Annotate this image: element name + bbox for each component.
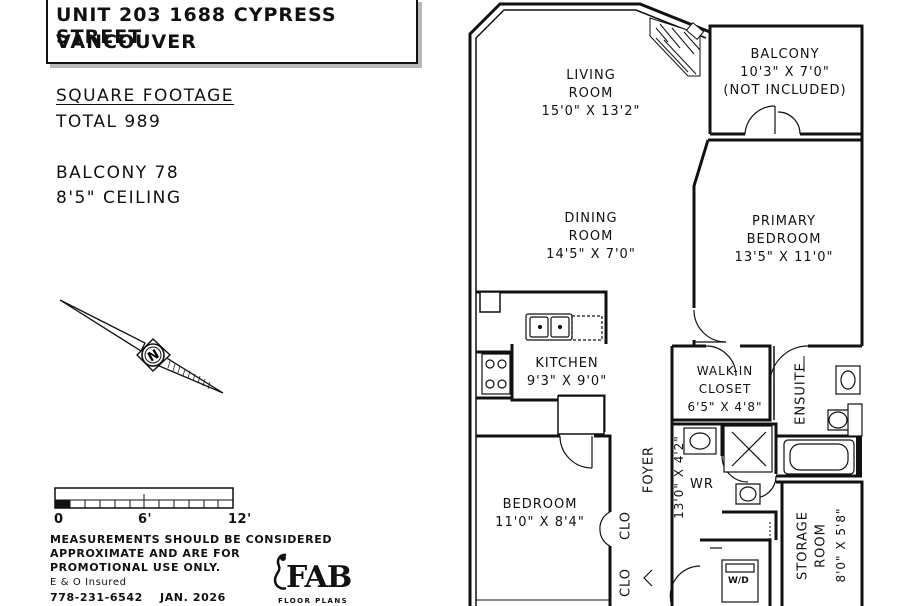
room-balcony-name: BALCONY	[750, 47, 820, 62]
room-closet-1: CLO	[618, 510, 634, 541]
room-bedroom-name: BEDROOM	[502, 497, 578, 512]
room-wr-name: WR	[690, 477, 714, 492]
disclaimer-insured: E & O Insured	[50, 577, 127, 588]
address-line-2: VANCOUVER	[56, 31, 197, 53]
room-storage-dims: 8'0" X 5'8"	[834, 507, 848, 583]
laundry-label: W/D	[728, 576, 749, 586]
total-footage: TOTAL 989	[56, 112, 162, 132]
room-walk-in-closet: WALK-IN CLOSET 6'5" X 4'8"	[676, 362, 774, 416]
ceiling-height: 8'5" CEILING	[56, 188, 182, 208]
disclaimer-line-3: PROMOTIONAL USE ONLY.	[50, 561, 221, 574]
balcony-footage: BALCONY 78	[56, 163, 180, 183]
room-living: LIVING ROOM 15'0" X 13'2"	[536, 67, 646, 121]
room-primary-name-1: PRIMARY	[752, 214, 816, 229]
room-dining-name-1: DINING	[564, 211, 618, 226]
room-balcony-note: (NOT INCLUDED)	[723, 83, 847, 98]
room-living-name-1: LIVING	[566, 68, 616, 83]
scale-label-12: 12'	[228, 512, 252, 527]
room-dining: DINING ROOM 14'5" X 7'0"	[536, 210, 646, 264]
plan-date: JAN. 2026	[160, 591, 226, 604]
room-closet-2: CLO	[618, 567, 634, 598]
room-foyer-name: FOYER	[641, 445, 657, 494]
room-kitchen-dims: 9'3" X 9'0"	[526, 374, 608, 389]
room-dining-name-2: ROOM	[568, 229, 614, 244]
room-bedroom-dims: 11'0" X 8'4"	[495, 515, 585, 530]
room-wr: WR	[684, 476, 720, 494]
address-box: UNIT 203 1688 CYPRESS STREET VANCOUVER	[46, 0, 418, 64]
scale-label-6: 6'	[138, 512, 153, 527]
room-kitchen: KITCHEN 9'3" X 9'0"	[514, 355, 620, 391]
room-walkin-name-1: WALK-IN	[696, 364, 754, 378]
room-ensuite: ENSUITE	[793, 362, 809, 425]
room-dining-dims: 14'5" X 7'0"	[546, 247, 636, 262]
room-balcony-dims: 10'3" X 7'0"	[740, 65, 830, 80]
room-walkin-dims: 6'5" X 4'8"	[687, 400, 763, 414]
address-line-1: UNIT 203 1688 CYPRESS STREET	[56, 4, 337, 48]
scale-bar	[54, 487, 234, 509]
room-primary-dims: 13'5" X 11'0"	[734, 250, 834, 265]
contact-phone: 778-231-6542	[50, 591, 143, 604]
room-bedroom: BEDROOM 11'0" X 8'4"	[490, 496, 590, 532]
room-kitchen-name: KITCHEN	[535, 356, 599, 371]
room-primary-name-2: BEDROOM	[746, 232, 822, 247]
compass-rose: N	[59, 299, 224, 394]
fab-logo-subtitle: FLOOR PLANS	[278, 597, 349, 605]
fab-logo-mark	[273, 553, 287, 590]
disclaimer-line-2: APPROXIMATE AND ARE FOR	[50, 547, 241, 560]
fab-logo-text: FAB	[286, 560, 352, 595]
room-storage-name-2: ROOM	[813, 523, 829, 568]
room-storage-name: STORAGE	[795, 511, 811, 580]
square-footage-heading: SQUARE FOOTAGE	[56, 86, 235, 106]
room-living-dims: 15'0" X 13'2"	[541, 104, 641, 119]
room-living-name-2: ROOM	[568, 86, 614, 101]
scale-label-0: 0	[54, 512, 64, 527]
room-balcony: BALCONY 10'3" X 7'0" (NOT INCLUDED)	[712, 46, 858, 100]
room-primary-bedroom: PRIMARY BEDROOM 13'5" X 11'0"	[722, 213, 846, 267]
disclaimer-line-1: MEASUREMENTS SHOULD BE CONSIDERED	[50, 533, 333, 546]
room-walkin-name-2: CLOSET	[698, 382, 752, 396]
